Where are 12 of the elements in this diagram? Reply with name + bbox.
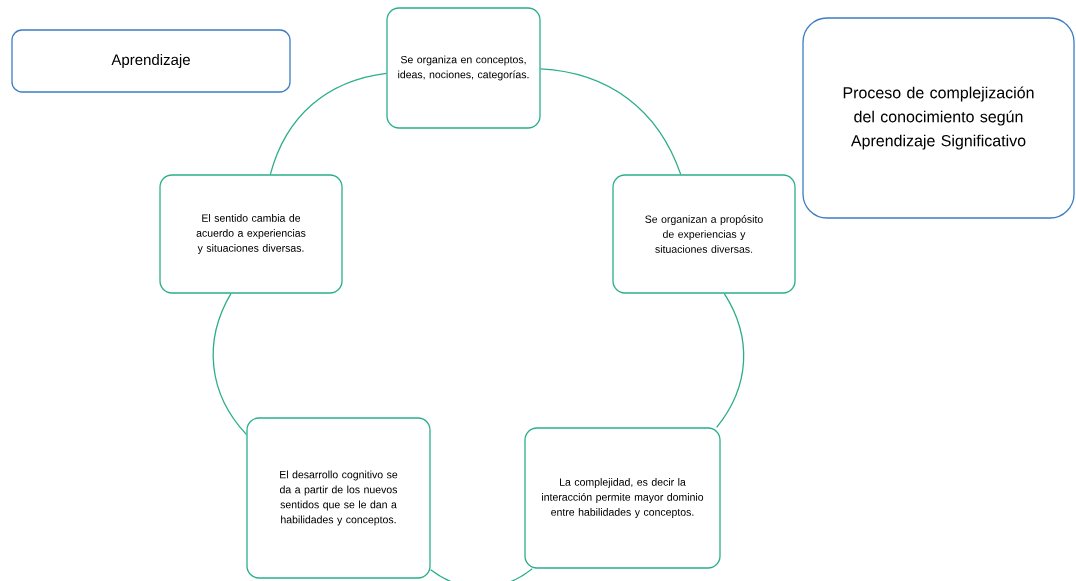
connector-arc [269,72,387,175]
title-box: Aprendizaje [11,29,291,93]
concept-box: Se organiza en conceptos, ideas, nociones, categorías. [386,7,541,129]
concept-box: Se organizan a propósito de experiencias y situaciones diversas. [612,174,796,294]
concept-box: La complejidad, es decir la interacción permite mayor dominio entre habilidades y conceptos. [524,427,721,569]
concept-box: El sentido cambia de acuerdo a experiencias y situaciones diversas. [159,174,343,294]
connector-arc [716,293,745,428]
title-box: Proceso de complejización del conocimiento según Aprendizaje Significativo [802,17,1075,219]
concept-box: El desarrollo cognitivo se da a partir de los nuevos sentidos que se le dan a habilidades y conceptos. [246,417,431,579]
connector-arc [540,68,682,175]
connector-arc [430,568,533,581]
connector-arc [212,293,247,436]
